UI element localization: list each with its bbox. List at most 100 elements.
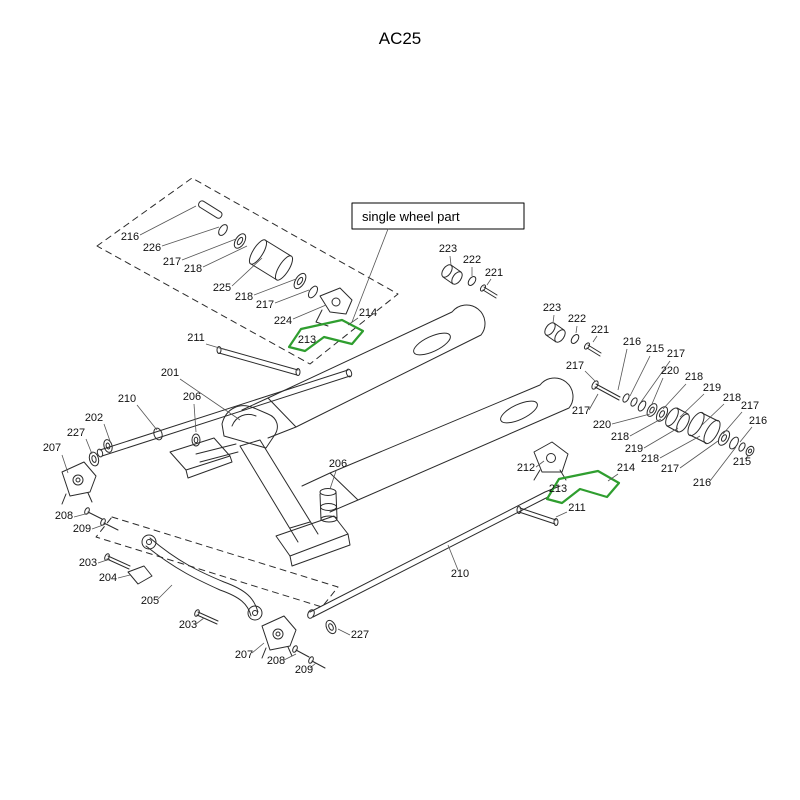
part-label-210: 210 <box>118 393 136 405</box>
leader-line <box>103 423 111 442</box>
wheel-axle-pin <box>198 200 223 219</box>
part-label-203: 203 <box>179 619 197 631</box>
leader-line <box>61 454 69 474</box>
part-label-216: 216 <box>623 336 641 348</box>
leader-line <box>161 226 220 247</box>
wheel-roller <box>248 239 294 281</box>
leader-line <box>629 355 651 397</box>
part-label-208: 208 <box>267 655 285 667</box>
leader-line <box>607 473 619 482</box>
part-label-213: 213 <box>549 483 567 495</box>
leader-line <box>91 523 107 530</box>
axle-roller-small-right <box>665 407 690 433</box>
part-label-217: 217 <box>661 463 679 475</box>
fork-upper <box>241 304 486 439</box>
part-label-211: 211 <box>568 502 586 514</box>
part-label-217: 217 <box>163 256 181 268</box>
part-label-219: 219 <box>703 382 721 394</box>
part-label-220: 220 <box>661 365 679 377</box>
part-label-217: 217 <box>667 348 685 360</box>
part-label-224: 224 <box>274 315 292 327</box>
link-rod-211-left <box>216 346 301 376</box>
highlighted-rocker-213-left <box>287 318 365 353</box>
leader-line <box>535 460 545 468</box>
part-label-225: 225 <box>213 282 231 294</box>
part-label-212: 212 <box>517 462 535 474</box>
axle-end-washers-right <box>717 430 755 457</box>
leader-line <box>679 393 705 418</box>
leader-line <box>136 404 158 431</box>
wheel-fork-207-bottom <box>261 615 297 659</box>
leader-line <box>195 617 205 625</box>
callout-box <box>351 202 525 323</box>
axle-bolt-217-right <box>591 380 621 401</box>
leader-line <box>139 205 197 236</box>
leader-line <box>588 393 599 411</box>
part-label-218: 218 <box>184 263 202 275</box>
leader-line <box>347 317 359 326</box>
highlighted-rocker-213-right <box>545 469 621 505</box>
leader-line <box>309 662 317 669</box>
pin-203-bottom <box>194 609 219 625</box>
part-label-208: 208 <box>55 510 73 522</box>
screws-208-209-bottom <box>292 645 326 669</box>
part-label-206: 206 <box>183 391 201 403</box>
leader-line <box>659 435 701 459</box>
part-label-217: 217 <box>741 400 759 412</box>
frame-base-left <box>169 437 233 479</box>
part-label-222: 222 <box>568 313 586 325</box>
part-label-206: 206 <box>329 458 347 470</box>
part-label-220: 220 <box>593 419 611 431</box>
axle-roller-large-right <box>687 411 721 445</box>
ring-227-bottom <box>325 619 337 635</box>
leader-line <box>85 438 93 455</box>
part-label-214: 214 <box>359 307 377 319</box>
leader-line <box>617 348 628 391</box>
part-label-202: 202 <box>85 412 103 424</box>
leader-line <box>179 378 241 421</box>
part-label-209: 209 <box>295 664 313 676</box>
leader-line <box>449 255 452 266</box>
wheel-rings <box>293 272 319 299</box>
part-label-216: 216 <box>749 415 767 427</box>
link-rod-211-right <box>516 506 559 526</box>
part-label-215: 215 <box>646 343 664 355</box>
leader-line <box>739 426 753 443</box>
part-label-207: 207 <box>43 442 61 454</box>
leader-line <box>157 584 173 600</box>
wheel-washers <box>218 224 247 249</box>
part-label-221: 221 <box>485 267 503 279</box>
ring-206-left <box>191 433 201 447</box>
roller-trio-lower <box>544 322 602 357</box>
part-label-219: 219 <box>625 443 643 455</box>
leader-line <box>555 511 568 518</box>
pump-head <box>221 405 278 449</box>
leader-line <box>709 446 737 482</box>
leader-line <box>679 440 719 469</box>
axle-washers-right <box>622 393 669 422</box>
leader-line <box>202 245 248 268</box>
leader-line <box>662 383 687 410</box>
diagram-title: AC25 <box>379 29 422 48</box>
leader-line <box>283 653 297 661</box>
part-label-205: 205 <box>141 595 159 607</box>
dashed-boundary-lever <box>95 516 339 608</box>
part-label-226: 226 <box>143 242 161 254</box>
frame-legs <box>195 439 319 543</box>
leader-line <box>337 628 351 636</box>
leader-line <box>592 335 598 343</box>
leader-line <box>97 558 111 564</box>
leader-line <box>640 360 671 403</box>
part-label-214: 214 <box>617 462 635 474</box>
leader-line <box>274 289 310 304</box>
part-label-221: 221 <box>591 324 609 336</box>
push-rod-upper-210 <box>96 368 353 458</box>
wheel-fork-207-left <box>61 461 97 505</box>
pin-203-left <box>104 553 131 570</box>
part-label-217: 217 <box>572 405 590 417</box>
leader-line <box>193 403 197 433</box>
leader-line <box>722 411 743 435</box>
leader-line <box>181 238 237 261</box>
